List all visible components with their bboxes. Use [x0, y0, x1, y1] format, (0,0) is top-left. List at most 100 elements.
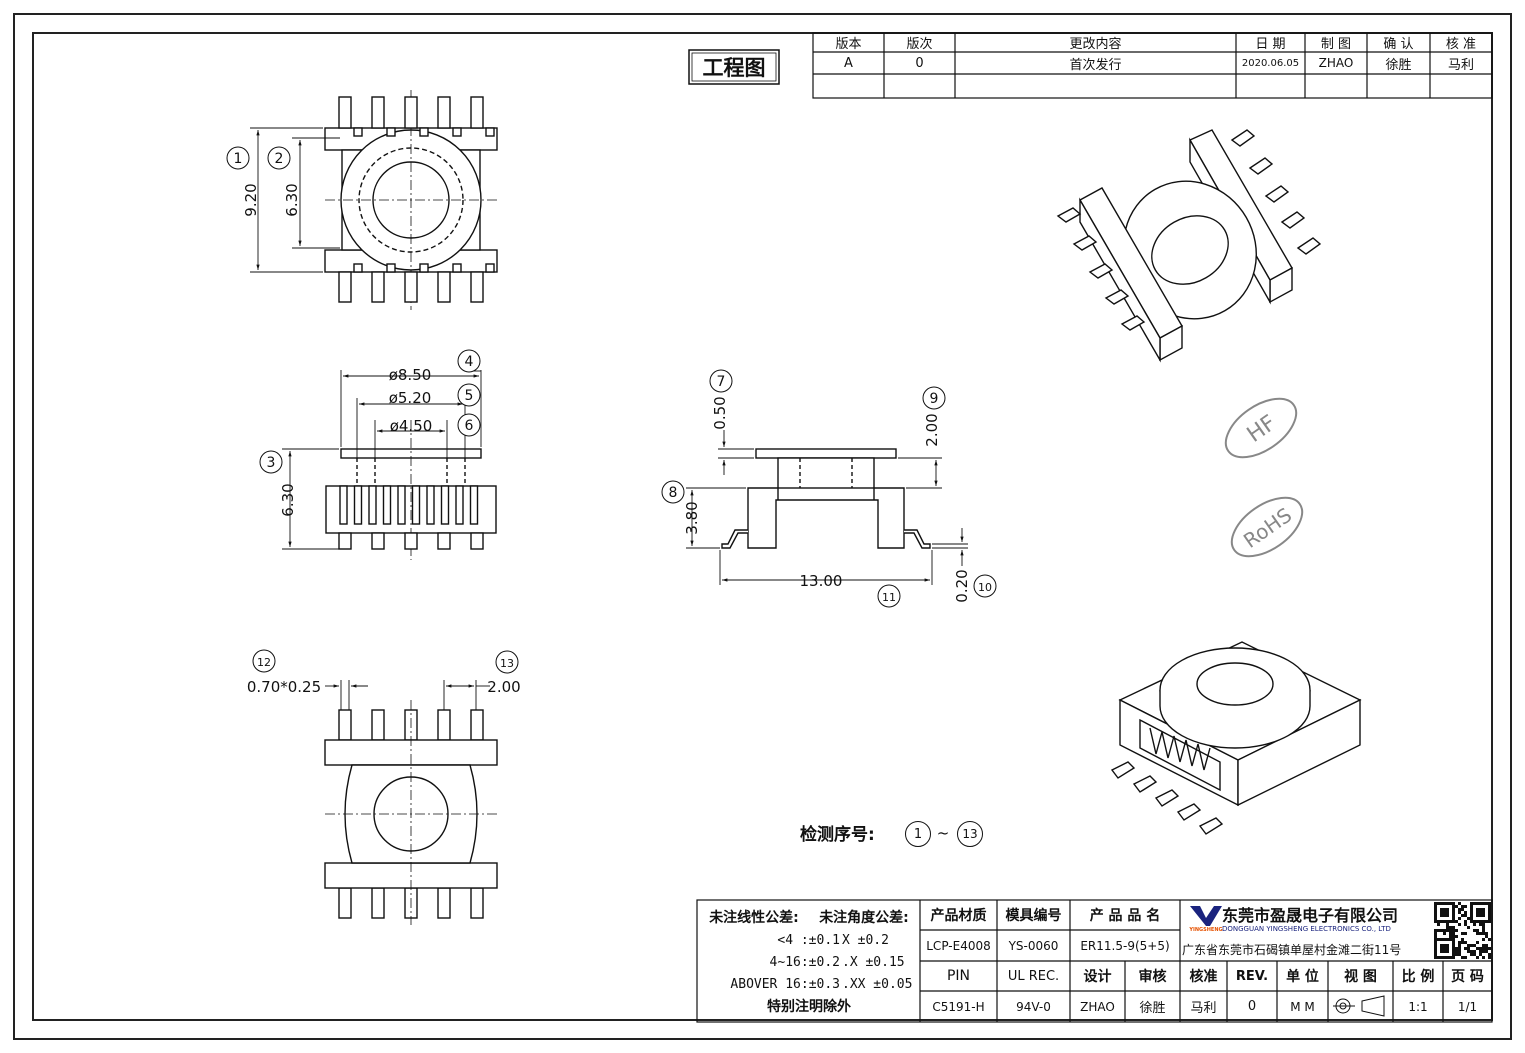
rev-header-approve: 核 准 [1445, 37, 1477, 52]
pin-top-3 [404, 96, 418, 129]
balloon-4: 4 [457, 349, 481, 373]
svg-text:4: 4 [465, 354, 474, 370]
company-address: 广东省东莞市石碣镇单屋村金滩二街11号 [1182, 942, 1402, 957]
tolerance-row1-angle: X ±0.2 [842, 932, 889, 948]
svg-text:12: 12 [257, 656, 271, 669]
rev-cell-edition: 0 [915, 55, 924, 71]
balloon-9: 9 [922, 386, 946, 410]
pin-top-1 [338, 96, 352, 129]
slot-7 [426, 485, 435, 525]
pin-bottom-4 [437, 271, 451, 303]
slot-9 [455, 485, 464, 525]
rev-header-version: 版本 [835, 37, 862, 52]
front-pin-2 [371, 532, 385, 550]
balloon-8: 8 [661, 480, 685, 504]
tolerance-note: 特别注明除外 [767, 999, 851, 1015]
pin-top-5 [470, 96, 484, 129]
rev-header-drawn: 制 图 [1320, 37, 1352, 52]
scale-label: 比 例 [1401, 969, 1435, 985]
inner-frame [32, 32, 1493, 1021]
product-name-label: 产 品 品 名 [1089, 908, 1161, 924]
inspection-label: 检测序号: [800, 824, 875, 845]
tolerance-linear-label: 未注线性公差: [709, 910, 799, 926]
title-block-grid [696, 899, 1493, 1023]
front-pin-1 [338, 532, 352, 550]
tolerance-angle-label: 未注角度公差: [819, 910, 909, 926]
tolerance-row2-angle: .X ±0.15 [842, 954, 905, 970]
bottom-view-pin-bottom-2 [371, 887, 385, 919]
svg-text:10: 10 [978, 581, 992, 594]
front-pin-5 [470, 532, 484, 550]
design-value: ZHAO [1080, 999, 1115, 1014]
dim-d5-20: ø5.20 [389, 389, 432, 407]
bottom-view [324, 700, 498, 925]
slot-8 [440, 485, 450, 525]
review-value: 徐胜 [1139, 1001, 1166, 1016]
third-angle-projection-icon [1333, 995, 1385, 1017]
dim-6-30-top: 6.30 [283, 183, 301, 216]
dim-0-20: 0.20 [953, 569, 971, 602]
svg-text:6: 6 [465, 418, 474, 434]
material-label: 产品材质 [930, 908, 987, 924]
bottom-view-pin-bottom-1 [338, 887, 352, 919]
ul-value: 94V-0 [1016, 999, 1051, 1014]
pin-bottom-1 [338, 271, 352, 303]
stamp-frame [688, 49, 780, 85]
front-pin-3 [404, 532, 418, 550]
pin-bottom-5 [470, 271, 484, 303]
tolerance-row3-linear: ABOVER 16:±0.3 [730, 976, 840, 992]
approve-value: 马利 [1190, 1001, 1217, 1016]
svg-text:HF: HF [1243, 411, 1281, 448]
svg-text:YINGSHENG: YINGSHENG [1188, 927, 1222, 933]
rev-header-change: 更改内容 [1069, 37, 1122, 52]
slot-1 [339, 485, 348, 525]
unit-value: M M [1290, 999, 1315, 1014]
tolerance-row2-linear: 4~16:±0.2 [769, 954, 840, 970]
svg-text:3: 3 [267, 455, 276, 471]
bottom-view-pin-top-1 [338, 709, 352, 741]
slot-4 [382, 485, 392, 525]
slot-6 [411, 485, 421, 525]
inspection-from-balloon: 1 [905, 821, 931, 847]
isometric-view-bottom [1110, 641, 1362, 835]
tolerance-row3-angle: .XX ±0.05 [842, 976, 913, 992]
product-name-value: ER11.5-9(5+5) [1080, 938, 1170, 953]
rev-cell-date: 2020.06.05 [1241, 57, 1300, 69]
bottom-view-pin-top-5 [470, 709, 484, 741]
balloon-6: 6 [457, 413, 481, 437]
design-label: 设计 [1083, 969, 1112, 985]
balloon-5: 5 [457, 383, 481, 407]
pin-top-4 [437, 96, 451, 129]
top-view [324, 90, 498, 310]
balloon-2: 2 [267, 146, 291, 170]
slot-10 [469, 485, 479, 525]
bottom-view-pin-bottom-5 [470, 887, 484, 919]
dim-0-70x0-25: 0.70*0.25 [247, 678, 321, 696]
hf-mark: HF [1224, 397, 1298, 459]
balloon-7: 7 [709, 369, 733, 393]
pin-value: C5191-H [932, 999, 985, 1014]
material-value: LCP-E4008 [926, 938, 991, 953]
svg-text:5: 5 [465, 388, 474, 404]
rev-cell-version: A [844, 55, 853, 71]
dim-6-30-front: 6.30 [279, 483, 297, 516]
dim-9-20: 9.20 [242, 183, 260, 216]
front-view [325, 420, 497, 560]
balloon-11: 11 [877, 584, 901, 608]
rohs-mark: RoHS [1230, 496, 1304, 558]
scale-value: 1:1 [1408, 999, 1428, 1014]
rev-header-date: 日 期 [1255, 37, 1286, 52]
rev-header-edition: 版次 [906, 37, 933, 52]
bottom-view-pin-bottom-4 [437, 887, 451, 919]
dim-0-50: 0.50 [711, 396, 729, 429]
svg-text:2: 2 [275, 151, 284, 167]
rev-cell-confirm: 徐胜 [1385, 57, 1412, 73]
bottom-view-pin-top-4 [437, 709, 451, 741]
isometric-view-top [1056, 129, 1322, 363]
svg-text:RoHS: RoHS [1239, 503, 1296, 553]
company-name-cn: 东莞市盈晟电子有限公司 [1222, 906, 1399, 925]
rev-cell-drawn: ZHAO [1318, 56, 1354, 70]
page-value: 1/1 [1457, 999, 1478, 1014]
revision-table-grid [812, 32, 1493, 99]
